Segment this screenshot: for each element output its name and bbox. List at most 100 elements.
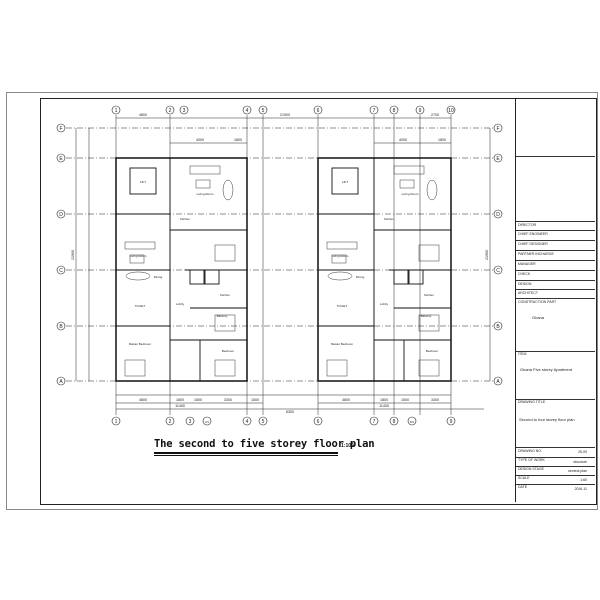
tb-divider <box>516 260 595 261</box>
tb-design-label: DESIGN <box>518 282 532 286</box>
room-label: TOILET <box>337 304 348 308</box>
room-label: Dining <box>154 275 163 279</box>
tb-divider <box>516 475 595 476</box>
axis-label: 1 <box>115 419 118 425</box>
dimension-text: 21900 <box>71 250 75 260</box>
dimension-text: 2700 <box>431 113 439 117</box>
tb-director-label: DIRECTOR <box>518 223 537 227</box>
dimension-text: 3300 <box>224 398 232 402</box>
axis-label: 9 <box>450 419 453 425</box>
tb-drawing-no-label: DRAWING NO. <box>518 449 542 453</box>
dimension-text: 21900 <box>485 250 489 260</box>
title-underline <box>154 452 338 454</box>
tb-divider <box>516 351 595 352</box>
axis-label: 4 <box>246 108 249 114</box>
room-label: Living Room <box>130 254 147 258</box>
axis-label: 10 <box>448 108 454 114</box>
axis-label: 5 <box>262 419 265 425</box>
tb-chief-engineer-label: CHIEF ENGINEER <box>518 232 548 236</box>
axis-label: A <box>59 379 63 385</box>
axis-label: D <box>496 212 500 218</box>
tb-item-value: Ghana Five storey Apartment <box>520 367 573 372</box>
tb-date-label: DATE <box>518 485 528 489</box>
room-label: Master Bedroom <box>129 342 152 346</box>
axis-label: 2 <box>169 108 172 114</box>
axis-label: 3 <box>189 419 192 425</box>
room-label: Lobby <box>380 302 389 306</box>
tb-divider <box>516 280 595 281</box>
axis-label: E <box>59 156 63 162</box>
tb-construction-part-label: CONSTRUCTION PART <box>518 300 557 304</box>
dimension-text: 1500 <box>401 398 409 402</box>
axis-label: 5 <box>262 108 265 114</box>
tb-drawing-no-value: JS-09 <box>577 450 587 454</box>
dimension-text: 1800 <box>234 138 242 142</box>
tb-item-label: ITEM <box>518 352 527 356</box>
tb-divider <box>516 289 595 290</box>
tb-divider <box>516 250 595 251</box>
title-block: DIRECTOR CHIEF ENGINEER CHIEF DESIGNER P… <box>515 99 595 502</box>
room-label: Kitchen <box>384 217 394 221</box>
drawing-title: The second to five storey floor plan <box>154 438 375 450</box>
axis-label: 1 <box>115 108 118 114</box>
dimension-text: 4800 <box>342 398 350 402</box>
tb-partner-label: PARTNER INCHARGE <box>518 252 554 256</box>
tb-scale-label: SCALE <box>518 476 530 480</box>
tb-type-of-work-value: structure <box>573 460 587 464</box>
tb-divider <box>516 447 595 448</box>
drawing-scale: 1:100 <box>341 443 354 449</box>
tb-divider <box>516 466 595 467</box>
axis-label: B <box>59 324 63 330</box>
tb-chief-designer-label: CHIEF DESIGNER <box>518 242 548 246</box>
room-label: Kitchen <box>180 217 190 221</box>
tb-construction-part-value: Ghana <box>532 315 545 320</box>
dimension-text: 1800 <box>438 138 446 142</box>
axis-label: 3/1 <box>205 420 210 424</box>
room-label: Living Room <box>332 254 349 258</box>
dimension-text: 4800 <box>139 113 147 117</box>
tb-scale-value: 1:60 <box>580 478 587 482</box>
tb-divider <box>516 156 595 157</box>
room-label: Master Bedroom <box>331 342 354 346</box>
axis-label: 2 <box>169 419 172 425</box>
room-label: Living Room <box>402 192 419 196</box>
room-label: Bedroom <box>222 349 235 353</box>
axis-label: C <box>59 268 63 274</box>
dimension-text: 21900 <box>280 113 290 117</box>
axis-label: 6 <box>317 419 320 425</box>
room-label: Balcony <box>217 314 228 318</box>
tb-divider <box>516 457 595 458</box>
room-label: Kitchen <box>220 293 230 297</box>
axis-label: 7 <box>373 419 376 425</box>
axis-label: 8/1 <box>410 420 415 424</box>
tb-divider <box>516 230 595 231</box>
dimension-text: 4000 <box>196 138 204 142</box>
axis-label: E <box>496 156 500 162</box>
title-underline <box>154 455 338 456</box>
axis-label: B <box>496 324 500 330</box>
dimension-text: 11400 <box>175 404 185 408</box>
axis-label: C <box>496 268 500 274</box>
axis-label: 9 <box>419 108 422 114</box>
axis-label: 8 <box>393 108 396 114</box>
tb-architect-label: ARCHITECT <box>518 291 539 295</box>
room-label: Kitchen <box>424 293 434 297</box>
tb-manager-label: MANAGER <box>518 262 536 266</box>
drawing-frame <box>40 98 597 505</box>
axis-label: A <box>496 379 500 385</box>
tb-divider <box>516 221 595 222</box>
tb-design-stage-value: several plan <box>568 469 587 473</box>
axis-label: 7 <box>373 108 376 114</box>
dimension-text: 4000 <box>399 138 407 142</box>
tb-check-label: CHECK <box>518 272 531 276</box>
tb-divider <box>516 298 595 299</box>
axis-label: 4 <box>246 419 249 425</box>
axis-label: 8 <box>393 419 396 425</box>
dimension-text: 1500 <box>251 398 259 402</box>
room-label: LIFT <box>342 180 348 184</box>
dimension-text: 1800 <box>380 398 388 402</box>
room-label: LIFT <box>140 180 146 184</box>
tb-divider <box>516 399 595 400</box>
tb-divider <box>516 240 595 241</box>
dimension-text: 1500 <box>194 398 202 402</box>
